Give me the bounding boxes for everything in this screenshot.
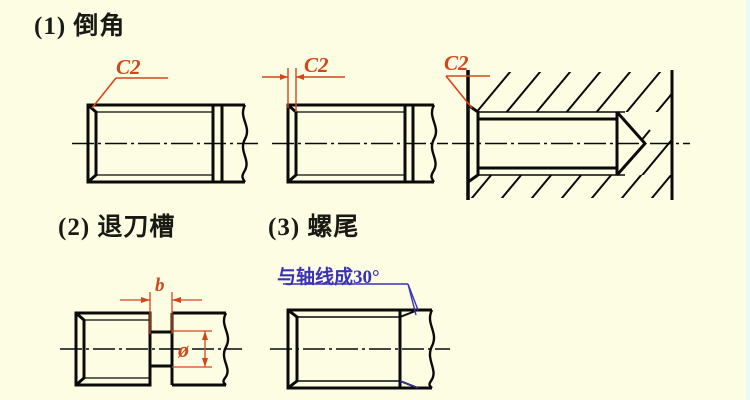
- figure-thread-runout-shaft: [270, 283, 450, 390]
- right-edge-strip: [746, 0, 750, 400]
- runout-note-text: 与轴线成30°: [277, 267, 380, 288]
- section-heading-2: (2) 退刀槽: [58, 214, 176, 241]
- chamfer-label-3: C2: [444, 51, 469, 75]
- figure-undercut-groove-shaft: b ø: [60, 275, 242, 387]
- section-heading-1: (1) 倒角: [34, 13, 126, 40]
- chamfer-label-2: C2: [304, 53, 329, 77]
- figure-external-thread-chamfer-dimensioned: C2: [262, 53, 448, 184]
- groove-diameter-label: ø: [177, 337, 190, 362]
- chamfer-label-1: C2: [116, 55, 141, 79]
- section-heading-3: (3) 螺尾: [268, 214, 360, 241]
- figure-internal-thread-chamfer-section: C2: [444, 51, 690, 200]
- figure-external-thread-chamfer-plain: C2: [72, 55, 258, 184]
- runout-note-label: 与轴线成30°: [277, 262, 380, 289]
- groove-width-label: b: [155, 275, 165, 296]
